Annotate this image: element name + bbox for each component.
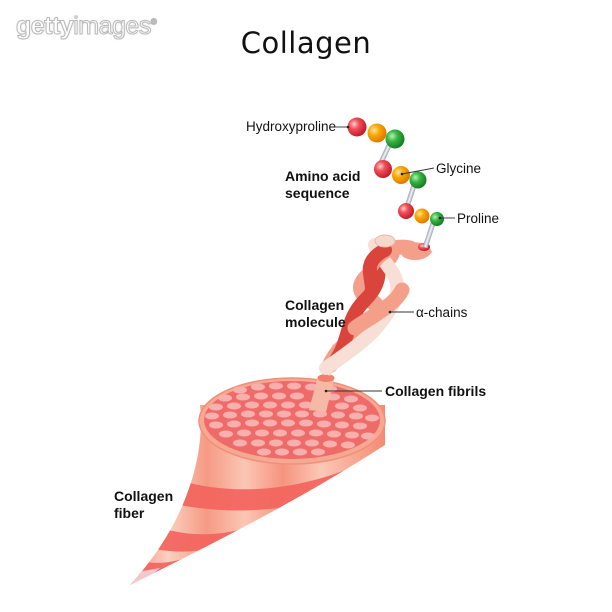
hydroxyproline-bead [347,117,367,137]
label-proline: Proline [457,211,500,226]
leader-lines [326,126,455,392]
label-alpha-chains: α-chains [416,305,468,320]
amino-acid-chain [347,117,444,249]
label-collagen-fiber: Collagen fiber [114,488,174,521]
watermark-brand-bold: getty [15,12,74,41]
fibril-cross-sections [205,382,379,456]
proline-bead [430,212,444,226]
proline-bead [385,129,405,149]
watermark-mark: ® [150,17,157,27]
hydroxyproline-bead [374,160,392,178]
helix-end-cap [374,234,396,248]
label-hydroxyproline: Hydroxyproline [246,119,337,134]
label-collagen-molecule: Collagen molecule [285,297,346,330]
glycine-bead [392,166,410,184]
page-title: Collagen [240,26,372,60]
watermark-brand-light: images [73,12,152,41]
getty-images-watermark: gettyimages® [15,12,157,41]
label-glycine: Glycine [436,161,482,176]
hydroxyproline-bead [398,203,414,219]
label-collagen-fibrils: Collagen fibrils [385,383,487,399]
label-amino-acid-sequence: Amino acid sequence [285,168,361,201]
collagen-fiber-cone [130,377,386,585]
proline-bead [409,171,427,189]
glycine-bead [414,208,430,224]
glycine-bead [367,123,387,143]
